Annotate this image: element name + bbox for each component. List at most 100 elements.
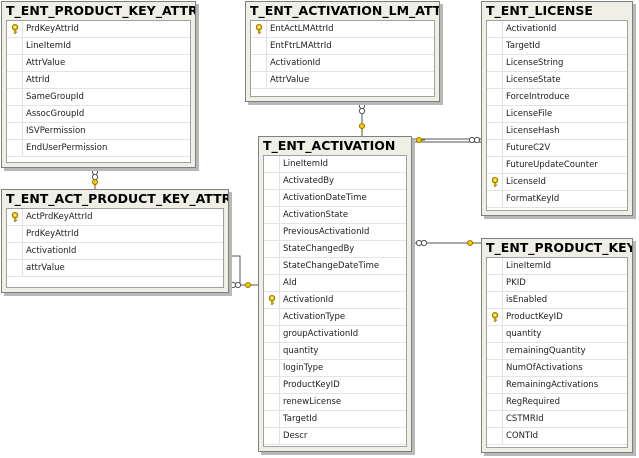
row-selector[interactable] — [264, 326, 280, 342]
row-selector[interactable] — [264, 275, 280, 291]
column-row[interactable]: PKID — [487, 275, 627, 292]
row-selector[interactable] — [264, 207, 280, 223]
row-selector[interactable] — [487, 326, 503, 342]
row-selector[interactable] — [251, 55, 267, 71]
column-row[interactable]: LineItemId — [487, 258, 627, 275]
row-selector[interactable] — [264, 173, 280, 189]
column-row[interactable]: FutureC2V — [487, 140, 627, 157]
row-selector[interactable] — [487, 411, 503, 427]
column-row[interactable]: PrdKeyAttrId — [7, 226, 223, 243]
row-selector[interactable] — [487, 89, 503, 105]
table-title[interactable]: T_ENT_ACTIVATION_LM_ATTR — [250, 3, 439, 18]
column-row[interactable]: FormatKeyId — [487, 191, 627, 208]
relationship-act-alm[interactable] — [358, 102, 366, 136]
row-selector[interactable] — [487, 377, 503, 393]
table-title[interactable]: T_ENT_ACTIVATION — [263, 138, 396, 153]
row-selector[interactable] — [7, 21, 23, 37]
column-row[interactable]: AttrId — [7, 72, 190, 89]
column-row[interactable]: AssocGroupId — [7, 106, 190, 123]
column-row[interactable]: AttrValue — [7, 55, 190, 72]
column-row[interactable]: quantity — [487, 326, 627, 343]
row-selector[interactable] — [487, 360, 503, 376]
row-selector[interactable] — [7, 243, 23, 259]
row-selector[interactable] — [251, 38, 267, 54]
row-selector[interactable] — [487, 258, 503, 274]
row-selector[interactable] — [264, 394, 280, 410]
column-row[interactable]: SameGroupId — [7, 89, 190, 106]
column-row[interactable]: LicenseState — [487, 72, 627, 89]
column-row[interactable]: RemainingActivations — [487, 377, 627, 394]
column-row[interactable]: TargetId — [264, 411, 406, 428]
column-row[interactable]: ProductKeyID — [487, 309, 627, 326]
column-row[interactable]: AId — [264, 275, 406, 292]
row-selector[interactable] — [264, 411, 280, 427]
row-selector[interactable] — [487, 157, 503, 173]
row-selector[interactable] — [487, 55, 503, 71]
row-selector[interactable] — [7, 89, 23, 105]
column-row[interactable]: LineItemId — [7, 38, 190, 55]
row-selector[interactable] — [251, 21, 267, 37]
column-row[interactable]: ForceIntroduce — [487, 89, 627, 106]
row-selector[interactable] — [264, 156, 280, 172]
table-title[interactable]: T_ENT_LICENSE — [486, 3, 593, 18]
column-row[interactable]: attrValue — [7, 260, 223, 277]
table-title[interactable]: T_ENT_PRODUCT_KEY — [486, 240, 632, 255]
row-selector[interactable] — [7, 55, 23, 71]
row-selector[interactable] — [7, 140, 23, 156]
relationship-pka-apka[interactable] — [91, 168, 99, 190]
row-selector[interactable] — [487, 38, 503, 54]
column-row[interactable]: ActPrdKeyAttrId — [7, 209, 223, 226]
row-selector[interactable] — [487, 123, 503, 139]
column-row[interactable]: ActivationDateTime — [264, 190, 406, 207]
column-row[interactable]: StateChangeDateTime — [264, 258, 406, 275]
column-row[interactable]: ProductKeyID — [264, 377, 406, 394]
column-row[interactable]: renewLicense — [264, 394, 406, 411]
row-selector[interactable] — [7, 72, 23, 88]
column-row[interactable]: TargetId — [487, 38, 627, 55]
table-title[interactable]: T_ENT_PRODUCT_KEY_ATTR — [6, 3, 195, 18]
column-row[interactable]: LicenseString — [487, 55, 627, 72]
row-selector[interactable] — [264, 360, 280, 376]
row-selector[interactable] — [7, 38, 23, 54]
column-row[interactable]: remainingQuantity — [487, 343, 627, 360]
row-selector[interactable] — [264, 190, 280, 206]
column-row[interactable]: ActivationId — [7, 243, 223, 260]
row-selector[interactable] — [264, 292, 280, 308]
row-selector[interactable] — [487, 275, 503, 291]
column-row[interactable]: ActivationId — [487, 21, 627, 38]
row-selector[interactable] — [487, 428, 503, 444]
column-row[interactable]: ISVPermission — [7, 123, 190, 140]
column-row[interactable]: LicenseId — [487, 174, 627, 191]
column-row[interactable]: Descr — [264, 428, 406, 445]
column-row[interactable]: EntFtrLMAttrId — [251, 38, 434, 55]
row-selector[interactable] — [487, 174, 503, 190]
column-row[interactable]: AttrValue — [251, 72, 434, 89]
row-selector[interactable] — [487, 140, 503, 156]
column-row[interactable]: EndUserPermission — [7, 140, 190, 157]
row-selector[interactable] — [487, 292, 503, 308]
column-row[interactable]: PrdKeyAttrId — [7, 21, 190, 38]
row-selector[interactable] — [487, 309, 503, 325]
column-row[interactable]: loginType — [264, 360, 406, 377]
relationship-act-lic[interactable] — [412, 136, 481, 144]
column-row[interactable]: CSTMRId — [487, 411, 627, 428]
column-row[interactable]: ActivationId — [251, 55, 434, 72]
column-row[interactable]: LineItemId — [264, 156, 406, 173]
row-selector[interactable] — [7, 260, 23, 276]
row-selector[interactable] — [264, 309, 280, 325]
row-selector[interactable] — [487, 106, 503, 122]
column-row[interactable]: FutureUpdateCounter — [487, 157, 627, 174]
row-selector[interactable] — [264, 258, 280, 274]
row-selector[interactable] — [487, 394, 503, 410]
column-row[interactable]: RegRequired — [487, 394, 627, 411]
row-selector[interactable] — [487, 21, 503, 37]
column-row[interactable]: ActivatedBy — [264, 173, 406, 190]
row-selector[interactable] — [264, 343, 280, 359]
column-row[interactable]: EntActLMAttrId — [251, 21, 434, 38]
row-selector[interactable] — [264, 241, 280, 257]
